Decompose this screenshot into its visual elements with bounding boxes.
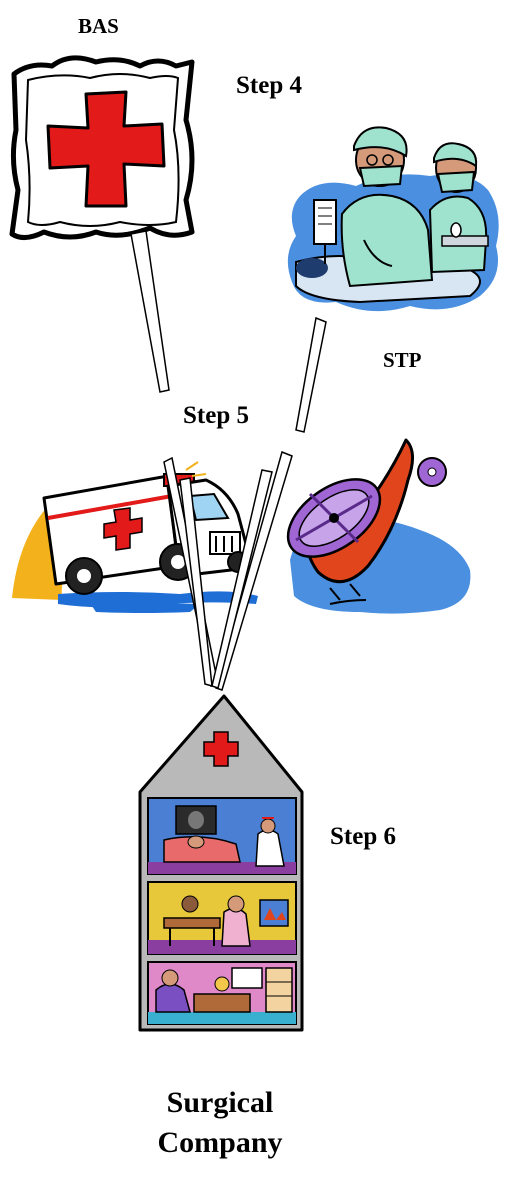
surgical-label-line2: Company	[120, 1123, 320, 1163]
hospital-building-icon	[140, 696, 302, 1030]
step4-label: Step 4	[236, 72, 302, 100]
step5-label: Step 5	[183, 402, 249, 430]
step6-label: Step 6	[330, 823, 396, 851]
surgical-company-label: Surgical Company	[120, 1083, 320, 1163]
medevac-helicopter-icon	[274, 440, 470, 614]
arrow-bas-to-step5	[131, 231, 169, 392]
stp-label: STP	[383, 348, 422, 373]
arrow-stp-to-step5	[296, 318, 326, 432]
red-cross-flag-icon	[12, 58, 192, 238]
bas-label: BAS	[78, 14, 119, 39]
surgical-team-icon	[288, 127, 499, 311]
ambulance-icon	[12, 462, 258, 613]
surgical-label-line1: Surgical	[120, 1083, 320, 1123]
